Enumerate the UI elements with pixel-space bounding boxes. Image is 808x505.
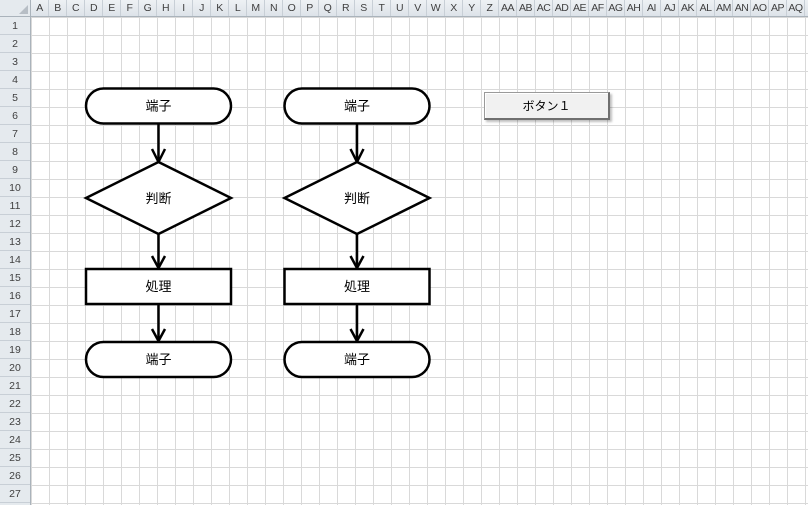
row-header-cell[interactable]: 20 <box>0 359 30 377</box>
column-header-cell[interactable]: AP <box>769 0 787 16</box>
column-header-cell[interactable]: AJ <box>661 0 679 16</box>
row-header-cell[interactable]: 11 <box>0 197 30 215</box>
column-header-cell[interactable]: AD <box>553 0 571 16</box>
row-header-cell[interactable]: 10 <box>0 179 30 197</box>
column-header-cell[interactable]: F <box>121 0 139 16</box>
column-header-cell[interactable]: Q <box>319 0 337 16</box>
column-header-cell[interactable]: O <box>283 0 301 16</box>
row-header-cell[interactable]: 8 <box>0 143 30 161</box>
select-all-triangle-icon <box>19 5 28 14</box>
row-header-cell[interactable]: 23 <box>0 413 30 431</box>
row-header-cell[interactable]: 13 <box>0 233 30 251</box>
row-header-cell[interactable]: 2 <box>0 35 30 53</box>
column-header-cell[interactable]: AC <box>535 0 553 16</box>
column-header-cell[interactable]: AB <box>517 0 535 16</box>
column-header-cell[interactable]: AL <box>697 0 715 16</box>
column-header-cell[interactable]: AN <box>733 0 751 16</box>
row-header-cell[interactable]: 9 <box>0 161 30 179</box>
column-header-cell[interactable]: B <box>49 0 67 16</box>
column-header-cell[interactable]: AK <box>679 0 697 16</box>
row-header-cell[interactable]: 26 <box>0 467 30 485</box>
column-header-cell[interactable]: A <box>31 0 49 16</box>
column-header-cell[interactable]: E <box>103 0 121 16</box>
column-header-cell[interactable]: AO <box>751 0 769 16</box>
row-header-cell[interactable]: 1 <box>0 17 30 35</box>
column-header-cell[interactable]: AQ <box>787 0 805 16</box>
row-header-cell[interactable]: 12 <box>0 215 30 233</box>
row-header-cell[interactable]: 6 <box>0 107 30 125</box>
column-header-cell[interactable]: K <box>211 0 229 16</box>
column-header-cell[interactable]: AF <box>589 0 607 16</box>
row-header-cell[interactable]: 15 <box>0 269 30 287</box>
column-header-cell[interactable]: W <box>427 0 445 16</box>
row-header-cell[interactable]: 18 <box>0 323 30 341</box>
column-header-cell[interactable]: AG <box>607 0 625 16</box>
column-header-cell[interactable]: N <box>265 0 283 16</box>
column-header-cell[interactable]: D <box>85 0 103 16</box>
column-header-cell[interactable]: AM <box>715 0 733 16</box>
row-header-cell[interactable]: 7 <box>0 125 30 143</box>
column-header-cell[interactable]: Z <box>481 0 499 16</box>
row-header-cell[interactable]: 21 <box>0 377 30 395</box>
column-header-cell[interactable]: U <box>391 0 409 16</box>
column-header-cell[interactable]: S <box>355 0 373 16</box>
column-header-cell[interactable]: L <box>229 0 247 16</box>
column-header-cell[interactable]: H <box>157 0 175 16</box>
select-all-corner[interactable] <box>0 0 31 17</box>
row-header-cell[interactable]: 19 <box>0 341 30 359</box>
column-header-cell[interactable]: AE <box>571 0 589 16</box>
row-header-cell[interactable]: 22 <box>0 395 30 413</box>
column-header-cell[interactable]: Y <box>463 0 481 16</box>
form-button[interactable]: ボタン１ <box>484 92 610 120</box>
column-header-cell[interactable]: M <box>247 0 265 16</box>
row-header-cell[interactable]: 3 <box>0 53 30 71</box>
column-header-cell[interactable]: G <box>139 0 157 16</box>
column-header-cell[interactable]: AI <box>643 0 661 16</box>
column-header-cell[interactable]: AA <box>499 0 517 16</box>
row-header-cell[interactable]: 5 <box>0 89 30 107</box>
row-header-cell[interactable]: 16 <box>0 287 30 305</box>
column-header-cell[interactable]: AH <box>625 0 643 16</box>
column-header-cell[interactable]: I <box>175 0 193 16</box>
row-header-cell[interactable]: 24 <box>0 431 30 449</box>
cell-grid[interactable] <box>31 17 808 505</box>
column-header-cell[interactable]: C <box>67 0 85 16</box>
column-header-cell[interactable]: J <box>193 0 211 16</box>
column-header-cell[interactable]: X <box>445 0 463 16</box>
column-header-cell[interactable]: P <box>301 0 319 16</box>
row-header-cell[interactable]: 27 <box>0 485 30 503</box>
column-header-cell[interactable]: T <box>373 0 391 16</box>
row-header-cell[interactable]: 14 <box>0 251 30 269</box>
row-header-cell[interactable]: 4 <box>0 71 30 89</box>
column-header-cell[interactable]: R <box>337 0 355 16</box>
column-header-cell[interactable]: V <box>409 0 427 16</box>
row-header-cell[interactable]: 17 <box>0 305 30 323</box>
row-header-cell[interactable]: 25 <box>0 449 30 467</box>
